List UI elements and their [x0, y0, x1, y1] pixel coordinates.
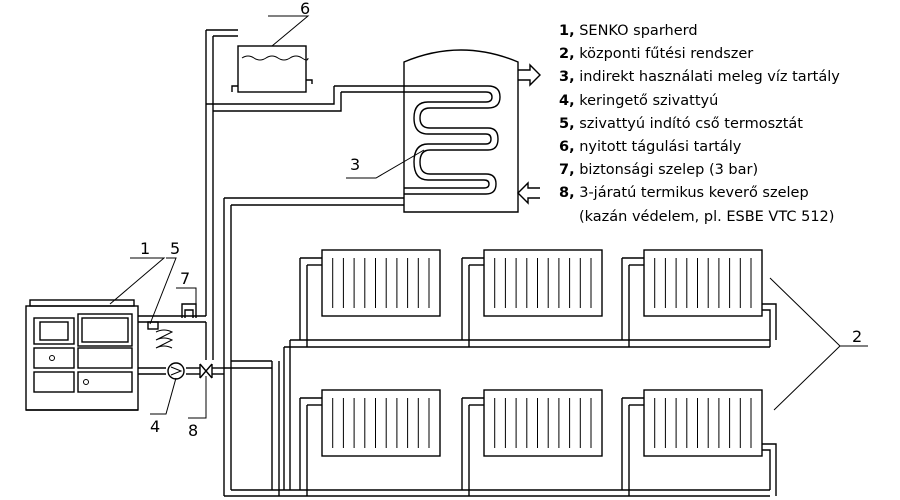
legend-item-8: 8, 3-járatú termikus keverő szelep: [559, 185, 809, 202]
mixing-valve: [199, 363, 213, 379]
callout-6: 6: [300, 0, 310, 18]
expansion-tank: [231, 45, 313, 93]
radiator-fins: [332, 258, 752, 448]
callout-7: 7: [180, 269, 190, 288]
legend-item-1: 1, SENKO sparherd: [559, 23, 698, 39]
radiators-top-row: [321, 249, 763, 317]
stove-pipes: [138, 303, 224, 375]
legend-item-3: 3, indirekt használati meleg víz tartály: [559, 69, 840, 86]
main-pipes: [205, 29, 770, 497]
callout-labels: 6 3 1 5 7 4 8 2: [140, 0, 862, 440]
legend: 1, SENKO sparherd 2, központi fűtési ren…: [559, 20, 840, 229]
tank-to-heater-pipes: [206, 85, 404, 112]
callout-5: 5: [170, 239, 180, 258]
callout-3: 3: [350, 155, 360, 174]
callout-4: 4: [150, 417, 160, 436]
radiator-pipes: [271, 257, 777, 496]
hot-water-tank: [403, 49, 541, 213]
legend-item-5: 5, szivattyú indító cső termosztát: [559, 115, 803, 132]
legend-item-2: 2, központi fűtési rendszer: [559, 46, 754, 63]
callout-2: 2: [852, 327, 862, 346]
stove: [25, 299, 139, 411]
radiators-bottom-row: [321, 389, 763, 457]
legend-item-6: 6, nyitott tágulási tartály: [559, 139, 742, 156]
pump: [167, 362, 185, 380]
callout-1: 1: [140, 239, 150, 258]
thermostat: [147, 321, 159, 330]
legend-item-7: 7, biztonsági szelep (3 bar): [559, 162, 759, 179]
legend-item-4: 4, keringető szivattyú: [559, 92, 719, 109]
callout-8: 8: [188, 421, 198, 440]
legend-note: (kazán védelem, pl. ESBE VTC 512): [579, 208, 835, 225]
callout-leaders: [109, 15, 868, 419]
